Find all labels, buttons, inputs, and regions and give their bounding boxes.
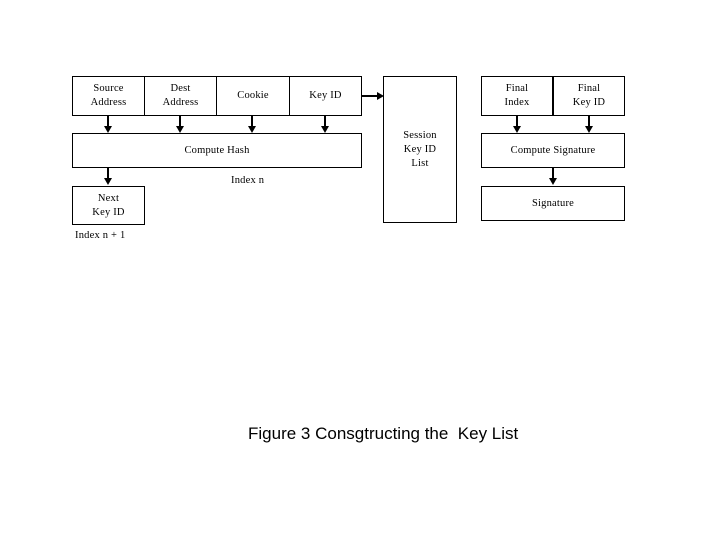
packet-cell-key-id: Key ID xyxy=(289,76,362,116)
arrowhead-dest-to-hash xyxy=(176,126,184,133)
signature-box: Signature xyxy=(481,186,625,221)
index-n-label: Index n xyxy=(231,175,265,186)
final-key-id-box: Final Key ID xyxy=(553,76,625,116)
next-key-id-line2: Key ID xyxy=(92,206,125,218)
signature-label: Signature xyxy=(531,197,575,209)
connector-dest-to-hash xyxy=(179,116,181,128)
arrowhead-final-index-to-compute-signature xyxy=(513,126,521,133)
connector-cookie-to-hash xyxy=(251,116,253,128)
packet-cell-source-address: Source Address xyxy=(72,76,145,116)
connector-compute-signature-to-signature xyxy=(552,168,554,179)
packet-cell-dest-address: Dest Address xyxy=(144,76,217,116)
packet-cell-cookie: Cookie xyxy=(216,76,290,116)
connector-final-key-id-to-compute-signature xyxy=(588,116,590,128)
session-key-id-list-box: Session Key ID List xyxy=(383,76,457,223)
packet-cell-dest-address-line2: Address xyxy=(162,97,199,108)
arrowhead-hash-to-next-key xyxy=(104,178,112,185)
next-key-id-box: Next Key ID xyxy=(72,186,145,225)
final-key-id-line1: Final xyxy=(577,83,601,94)
packet-cell-source-address-line1: Source xyxy=(93,83,124,94)
session-key-id-list-line3: List xyxy=(411,157,429,169)
arrowhead-keyid-to-hash xyxy=(321,126,329,133)
connector-keyid-to-session-list xyxy=(362,95,379,97)
connector-hash-to-next-key xyxy=(107,168,109,179)
packet-cell-cookie-line1: Cookie xyxy=(237,90,269,101)
connector-final-index-to-compute-signature xyxy=(516,116,518,128)
session-key-id-list-line2: Key ID xyxy=(403,143,437,155)
compute-hash-box: Compute Hash xyxy=(72,133,362,168)
packet-cell-dest-address-line1: Dest xyxy=(170,83,191,94)
arrowhead-cookie-to-hash xyxy=(248,126,256,133)
figure-caption: Figure 3 Consgtructing the Key List xyxy=(248,424,519,443)
final-index-line2: Index xyxy=(504,97,530,108)
arrowhead-keyid-to-session-list xyxy=(377,92,384,100)
final-index-line1: Final xyxy=(505,83,529,94)
final-key-id-line2: Key ID xyxy=(572,97,606,108)
packet-cell-source-address-line2: Address xyxy=(90,97,127,108)
connector-source-to-hash xyxy=(107,116,109,128)
arrowhead-final-key-id-to-compute-signature xyxy=(585,126,593,133)
compute-hash-label: Compute Hash xyxy=(184,144,250,156)
compute-signature-box: Compute Signature xyxy=(481,133,625,168)
compute-signature-label: Compute Signature xyxy=(510,144,596,156)
index-n-plus-1-label: Index n + 1 xyxy=(75,230,126,241)
final-index-box: Final Index xyxy=(481,76,553,116)
arrowhead-compute-signature-to-signature xyxy=(549,178,557,185)
session-key-id-list-line1: Session xyxy=(403,129,437,141)
connector-keyid-to-hash xyxy=(324,116,326,128)
next-key-id-line1: Next xyxy=(97,192,120,204)
arrowhead-source-to-hash xyxy=(104,126,112,133)
packet-cell-key-id-line1: Key ID xyxy=(309,90,342,101)
